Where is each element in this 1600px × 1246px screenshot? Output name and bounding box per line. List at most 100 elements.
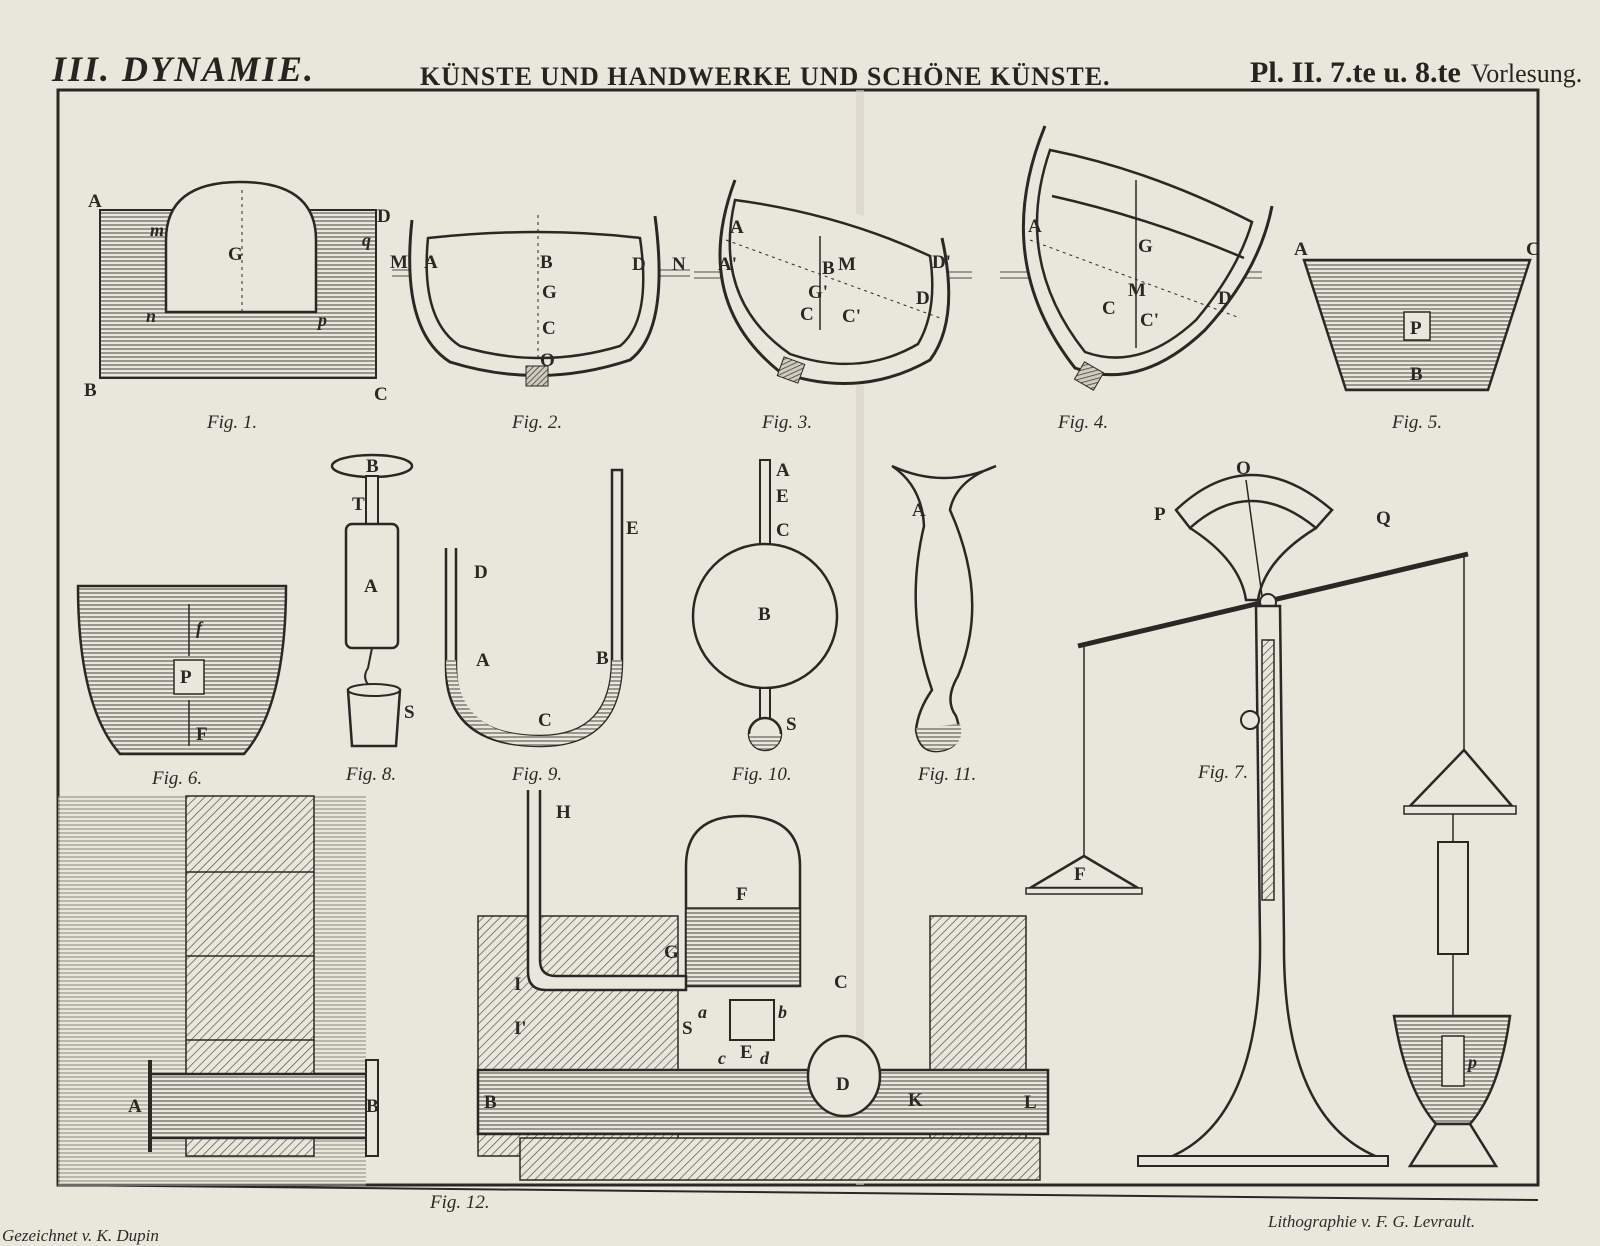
fig6-caption: Fig. 6. [151,768,202,789]
fig-10-hydrometer: A E C B S Fig. 10. [691,459,839,785]
fig12-label-C: C [834,972,848,993]
fig12-label-B-right: B [484,1092,497,1113]
fig10-label-E: E [776,486,789,507]
fig12-label-H: H [556,802,571,823]
fig10-label-B: B [758,604,771,625]
fig8-label-S: S [404,702,415,723]
fig1-label-D: D [377,206,391,227]
fig6-label-P: P [180,667,192,688]
fig2-label-O: O [540,350,555,371]
fig12-label-I: I [514,974,521,995]
fig1-label-n: n [146,306,156,326]
fig12-label-a: a [698,1002,707,1022]
fig7-label-P: P [1154,504,1166,525]
fig11-label-A: A [912,500,926,521]
fig4-label-D: D [1218,288,1232,309]
fig5-label-B: B [1410,364,1423,385]
fig2-caption: Fig. 2. [511,412,562,433]
fig4-label-M: M [1128,280,1146,301]
section-heading: III. DYNAMIE. [52,49,316,89]
fig10-label-S: S [786,714,797,735]
fig3-label-M: M [838,254,856,275]
fig3-label-D: D [916,288,930,309]
fig12-label-Iprime: I' [514,1018,527,1039]
fig-2-ship-hull: M A B D N G C O Fig. 2. [390,215,690,433]
fig4-label-A: A [1028,216,1042,237]
fig10-label-A: A [776,460,790,481]
fig8-label-T: T [352,494,365,515]
fig1-label-p: p [316,310,327,330]
plate-number: Pl. II. 7.te u. 8.te Vorlesung. [1250,56,1582,90]
plate-title: KÜNSTE UND HANDWERKE UND SCHÖNE KÜNSTE. [420,62,1111,91]
fig2-label-M: M [390,252,408,273]
fig6-label-f: f [196,618,204,638]
fig10-label-C: C [776,520,790,541]
fig2-label-G: G [542,282,557,303]
fig-5-vessel: A C P B Fig. 5. [1294,239,1540,433]
fig12-caption: Fig. 12. [429,1192,490,1213]
fig7-caption: Fig. 7. [1197,762,1248,783]
fig9-label-D: D [474,562,488,583]
fig11-caption: Fig. 11. [917,764,976,785]
lecture-label: Vorlesung. [1470,59,1583,88]
fig2-label-N: N [672,254,686,275]
fig3-label-A: A [730,217,744,238]
fig3-label-Dprime: D' [932,252,951,273]
fig7-label-F: F [1074,864,1086,885]
fig3-label-Gprime: G' [808,282,828,303]
fig-11-flask: A Fig. 11. [891,464,997,785]
fig9-caption: Fig. 9. [511,764,562,785]
fig12-label-L: L [1024,1092,1037,1113]
fig-3-heeled-hull: A A' B M D' G' D C C' Fig. 3. [694,179,972,433]
fig2-label-A: A [424,252,438,273]
fig1-label-C: C [374,384,388,405]
fig3-label-C: C [800,304,814,325]
fig12-label-G: G [664,942,679,963]
fig4-label-C: C [1102,298,1116,319]
fig1-label-B: B [84,380,97,401]
fig3-caption: Fig. 3. [761,412,812,433]
fig8-label-A: A [364,576,378,597]
fig9-label-A: A [476,650,490,671]
fig10-caption: Fig. 10. [731,764,792,785]
fig5-label-A: A [1294,239,1308,260]
fig2-label-C: C [542,318,556,339]
fig8-label-B: B [366,456,379,477]
fig4-label-G: G [1138,236,1153,257]
fig2-label-B: B [540,252,553,273]
fig1-label-A: A [88,191,102,212]
draftsman-credit: Gezeichnet v. K. Dupin [2,1226,159,1245]
plate-id: Pl. II. 7.te u. 8.te [1250,56,1461,89]
fig1-label-m: m [150,220,164,240]
fig12-label-c: c [718,1048,726,1068]
fig-7-balance: O P Q F p Fig. 7. [1025,458,1517,1168]
fig8-caption: Fig. 8. [345,764,396,785]
fig12-label-d: d [760,1048,770,1068]
fig1-label-q: q [362,230,371,250]
fig5-label-P: P [1410,318,1422,339]
fig-9-u-tube: E D A B C Fig. 9. [444,468,639,785]
fig9-label-B: B [596,648,609,669]
fig4-caption: Fig. 4. [1057,412,1108,433]
fig3-label-B: B [822,258,835,279]
fig12-label-D: D [836,1074,850,1095]
fig12-label-B-left: B [366,1096,379,1117]
lithographer-credit: Lithographie v. F. G. Levrault. [1268,1212,1476,1231]
fig7-label-Q: Q [1376,508,1391,529]
fig6-label-F: F [196,724,208,745]
plate-border [56,88,1540,1187]
fig3-label-Cprime: C' [842,306,861,327]
fig12-label-E: E [740,1042,753,1063]
fig-8-cylinder-and-bucket: B T A S Fig. 8. [330,453,415,785]
fig7-label-p: p [1466,1052,1477,1072]
fig1-caption: Fig. 1. [206,412,257,433]
fig3-label-Aprime: A' [718,254,737,275]
fig9-label-C: C [538,710,552,731]
fig5-label-C: C [1526,239,1540,260]
fig12-label-b: b [778,1002,787,1022]
fig-12-hydraulic-ram: H F G I I' S a b c d E C D A B B K L Fig… [58,790,1050,1213]
fig4-label-Cprime: C' [1140,310,1159,331]
fig12-label-S: S [682,1018,693,1039]
fig-4-heeled-hull: A G M C C' D Fig. 4. [1000,125,1274,433]
